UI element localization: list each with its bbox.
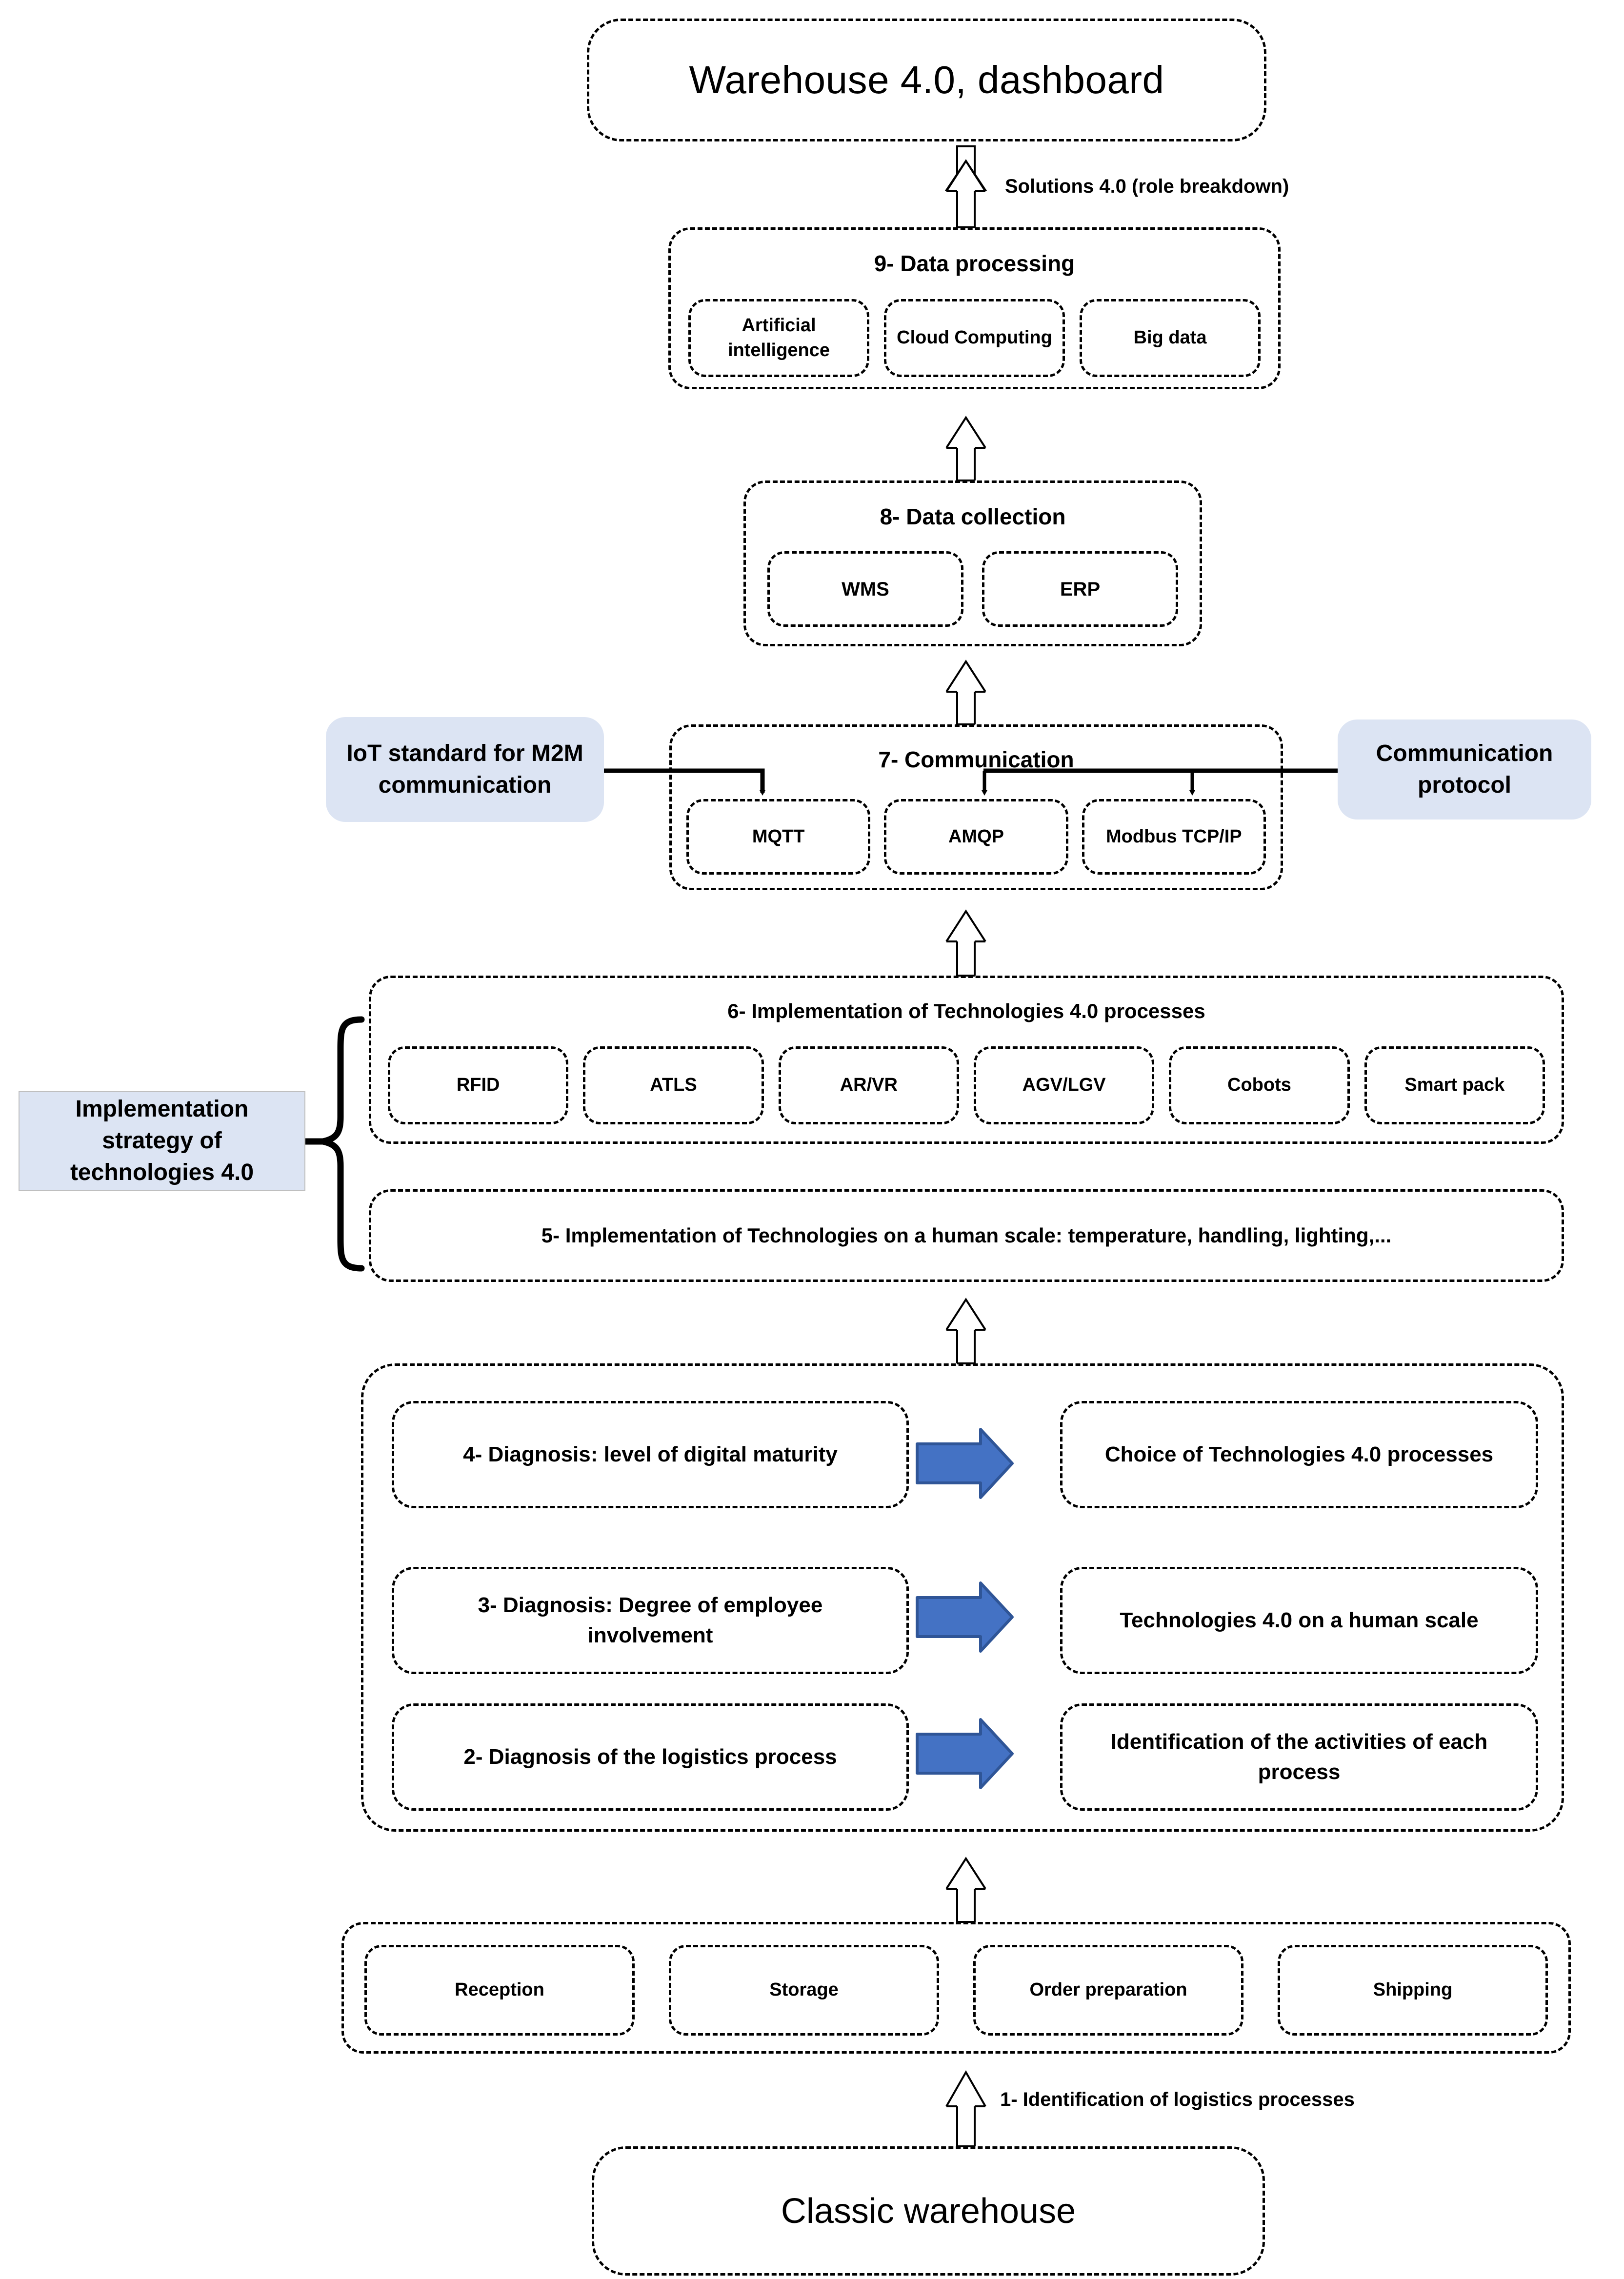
chip-agv-lgv[interactable]: AGV/LGV [973,1046,1155,1124]
chip-label: Storage [769,1979,839,2000]
section-9-title: 9- Data processing [874,251,1075,276]
chip-label: Artificial intelligence [727,315,830,360]
logistics-processes-container: Reception Storage Order preparation Ship… [341,1922,1571,2054]
diagnosis-row-2: 2- Diagnosis of the logistics process Id… [392,1703,1538,1811]
section-8-title: 8- Data collection [880,504,1066,529]
chip-rfid[interactable]: RFID [388,1046,569,1124]
chip-wms[interactable]: WMS [767,551,963,627]
chip-label: Smart pack [1404,1075,1505,1096]
chip-label: Order preparation [1029,1979,1187,2000]
brace-implementation-strategy [322,1016,365,1272]
chip-smart-pack[interactable]: Smart pack [1364,1046,1545,1124]
chip-label: ATLS [650,1075,697,1096]
diagnosis-right-2[interactable]: Identification of the activities of each… [1060,1703,1538,1811]
diagnosis-left-2[interactable]: 2- Diagnosis of the logistics process [392,1703,909,1811]
diagnosis-left-label: 2- Diagnosis of the logistics process [463,1745,837,1769]
diagnosis-left-4[interactable]: 4- Diagnosis: level of digital maturity [392,1401,909,1508]
diagnosis-left-label: 4- Diagnosis: level of digital maturity [463,1442,838,1467]
callout-label: IoT standard for M2M communication [346,740,583,798]
solutions-arrow-label: Solutions 4.0 (role breakdown) [1005,176,1289,197]
chip-label: AR/VR [840,1075,898,1096]
chip-label: WMS [842,578,889,600]
callout-label: Communication protocol [1376,740,1553,798]
callout-label: Implementation strategy of technologies … [70,1096,254,1185]
diagnosis-container: 4- Diagnosis: level of digital maturity … [361,1363,1564,1832]
section-7-communication: 7- Communication MQTT AMQP Modbus TCP/IP [669,724,1283,890]
diagnosis-left-label: 3- Diagnosis: Degree of employee involve… [478,1593,823,1647]
chip-label: Big data [1133,327,1207,348]
chip-label: Reception [455,1979,544,2000]
section-6-title: 6- Implementation of Technologies 4.0 pr… [727,1000,1205,1022]
diagnosis-right-label: Choice of Technologies 4.0 processes [1104,1442,1494,1467]
chip-shipping[interactable]: Shipping [1278,1945,1548,2036]
section-6-technologies-processes: 6- Implementation of Technologies 4.0 pr… [369,976,1564,1144]
warehouse-dashboard-title: Warehouse 4.0, dashboard [689,58,1164,101]
diagnosis-right-label: Identification of the activities of each… [1110,1730,1488,1784]
chip-atls[interactable]: ATLS [583,1046,764,1124]
chip-label: Cobots [1227,1075,1291,1096]
chip-artificial-intelligence[interactable]: Artificial intelligence [688,299,869,377]
chip-label: Shipping [1373,1979,1453,2000]
identification-arrow-label: 1- Identification of logistics processes [1000,2089,1355,2110]
chip-modbus-tcp-ip[interactable]: Modbus TCP/IP [1082,799,1266,875]
chip-big-data[interactable]: Big data [1080,299,1261,377]
diagnosis-right-3[interactable]: Technologies 4.0 on a human scale [1060,1567,1538,1674]
chip-order-preparation[interactable]: Order preparation [973,1945,1243,2036]
section-9-data-processing: 9- Data processing Artificial intelligen… [668,227,1281,389]
diagnosis-right-label: Technologies 4.0 on a human scale [1120,1608,1479,1633]
chip-label: ERP [1060,578,1101,600]
chip-label: AGV/LGV [1022,1075,1106,1096]
callout-iot-standard-m2m: IoT standard for M2M communication [326,717,604,822]
up-arrow-solutions [944,145,987,191]
chip-label: Cloud Computing [897,327,1052,348]
section-5-human-scale: 5- Implementation of Technologies on a h… [369,1189,1564,1282]
chip-cobots[interactable]: Cobots [1169,1046,1350,1124]
chip-amqp[interactable]: AMQP [884,799,1068,875]
chip-label: RFID [456,1075,500,1096]
callout-communication-protocol: Communication protocol [1338,720,1591,820]
classic-warehouse-box: Classic warehouse [592,2146,1265,2276]
chip-mqtt[interactable]: MQTT [686,799,871,875]
warehouse-dashboard-box: Warehouse 4.0, dashboard [587,19,1266,141]
chip-label: AMQP [948,826,1004,847]
diagnosis-right-4[interactable]: Choice of Technologies 4.0 processes [1060,1401,1538,1508]
section-7-title: 7- Communication [878,747,1074,772]
diagnosis-row-3: 3- Diagnosis: Degree of employee involve… [392,1567,1538,1674]
chip-erp[interactable]: ERP [982,551,1178,627]
section-5-title: 5- Implementation of Technologies on a h… [541,1224,1392,1247]
chip-label: MQTT [752,826,805,847]
classic-warehouse-title: Classic warehouse [781,2191,1076,2231]
chip-ar-vr[interactable]: AR/VR [778,1046,959,1124]
section-8-data-collection: 8- Data collection WMS ERP [743,480,1202,646]
callout-implementation-strategy: Implementation strategy of technologies … [19,1091,305,1191]
chip-cloud-computing[interactable]: Cloud Computing [884,299,1065,377]
chip-storage[interactable]: Storage [669,1945,939,2036]
diagnosis-left-3[interactable]: 3- Diagnosis: Degree of employee involve… [392,1567,909,1674]
chip-label: Modbus TCP/IP [1105,826,1242,847]
diagnosis-row-4: 4- Diagnosis: level of digital maturity … [392,1401,1538,1508]
chip-reception[interactable]: Reception [364,1945,635,2036]
